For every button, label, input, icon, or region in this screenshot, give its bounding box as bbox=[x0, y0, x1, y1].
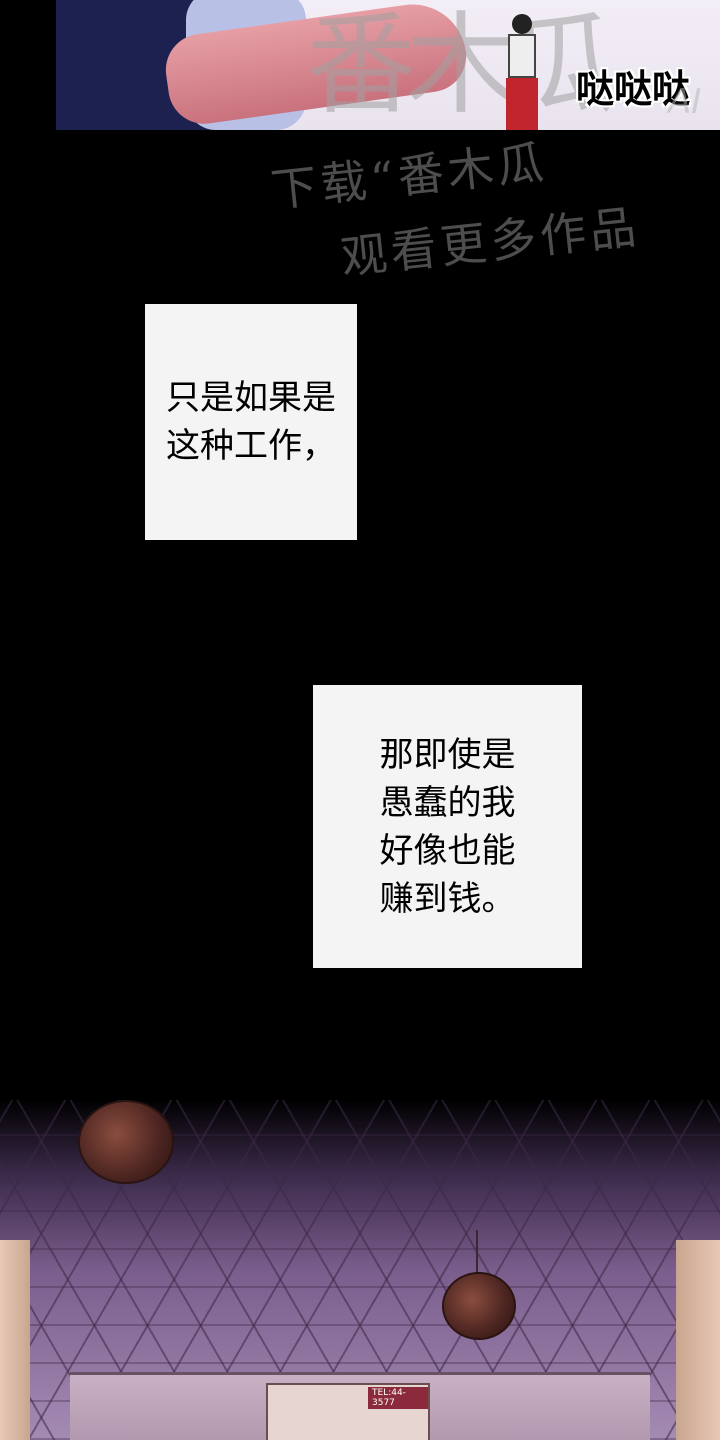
narration-box-2: 那即使是 愚蠢的我 好像也能 赚到钱。 bbox=[313, 685, 582, 968]
shop-window: TEL:44-3577 bbox=[266, 1383, 430, 1440]
mall-dome-panel: TEL:44-3577 bbox=[0, 1100, 720, 1440]
storefront: TEL:44-3577 bbox=[70, 1372, 650, 1440]
hanging-lamp bbox=[442, 1272, 516, 1340]
running-figure bbox=[504, 14, 540, 130]
narration-line: 只是如果是 bbox=[166, 378, 336, 418]
sound-effect-text: 哒哒哒 bbox=[576, 67, 691, 111]
top-comic-panel: 番木瓜 哒哒哒 AI bbox=[56, 0, 720, 130]
shop-sign: TEL:44-3577 bbox=[368, 1387, 428, 1409]
ai-watermark: AI bbox=[668, 82, 702, 122]
hanging-lamp bbox=[78, 1100, 174, 1184]
narration-line: 好像也能 bbox=[379, 830, 516, 871]
narration-line: 这种工作， bbox=[166, 426, 336, 466]
narration-line: 愚蠢的我 bbox=[379, 782, 516, 823]
narration-line: 那即使是 bbox=[379, 734, 516, 775]
pillar-left bbox=[0, 1240, 30, 1440]
brand-watermark: 番木瓜 bbox=[306, 1, 616, 129]
narration-box-1: 只是如果是 这种工作， bbox=[145, 304, 357, 540]
pillar-right bbox=[676, 1240, 720, 1440]
lamp-wire bbox=[476, 1230, 478, 1274]
narration-line: 赚到钱。 bbox=[379, 878, 516, 919]
